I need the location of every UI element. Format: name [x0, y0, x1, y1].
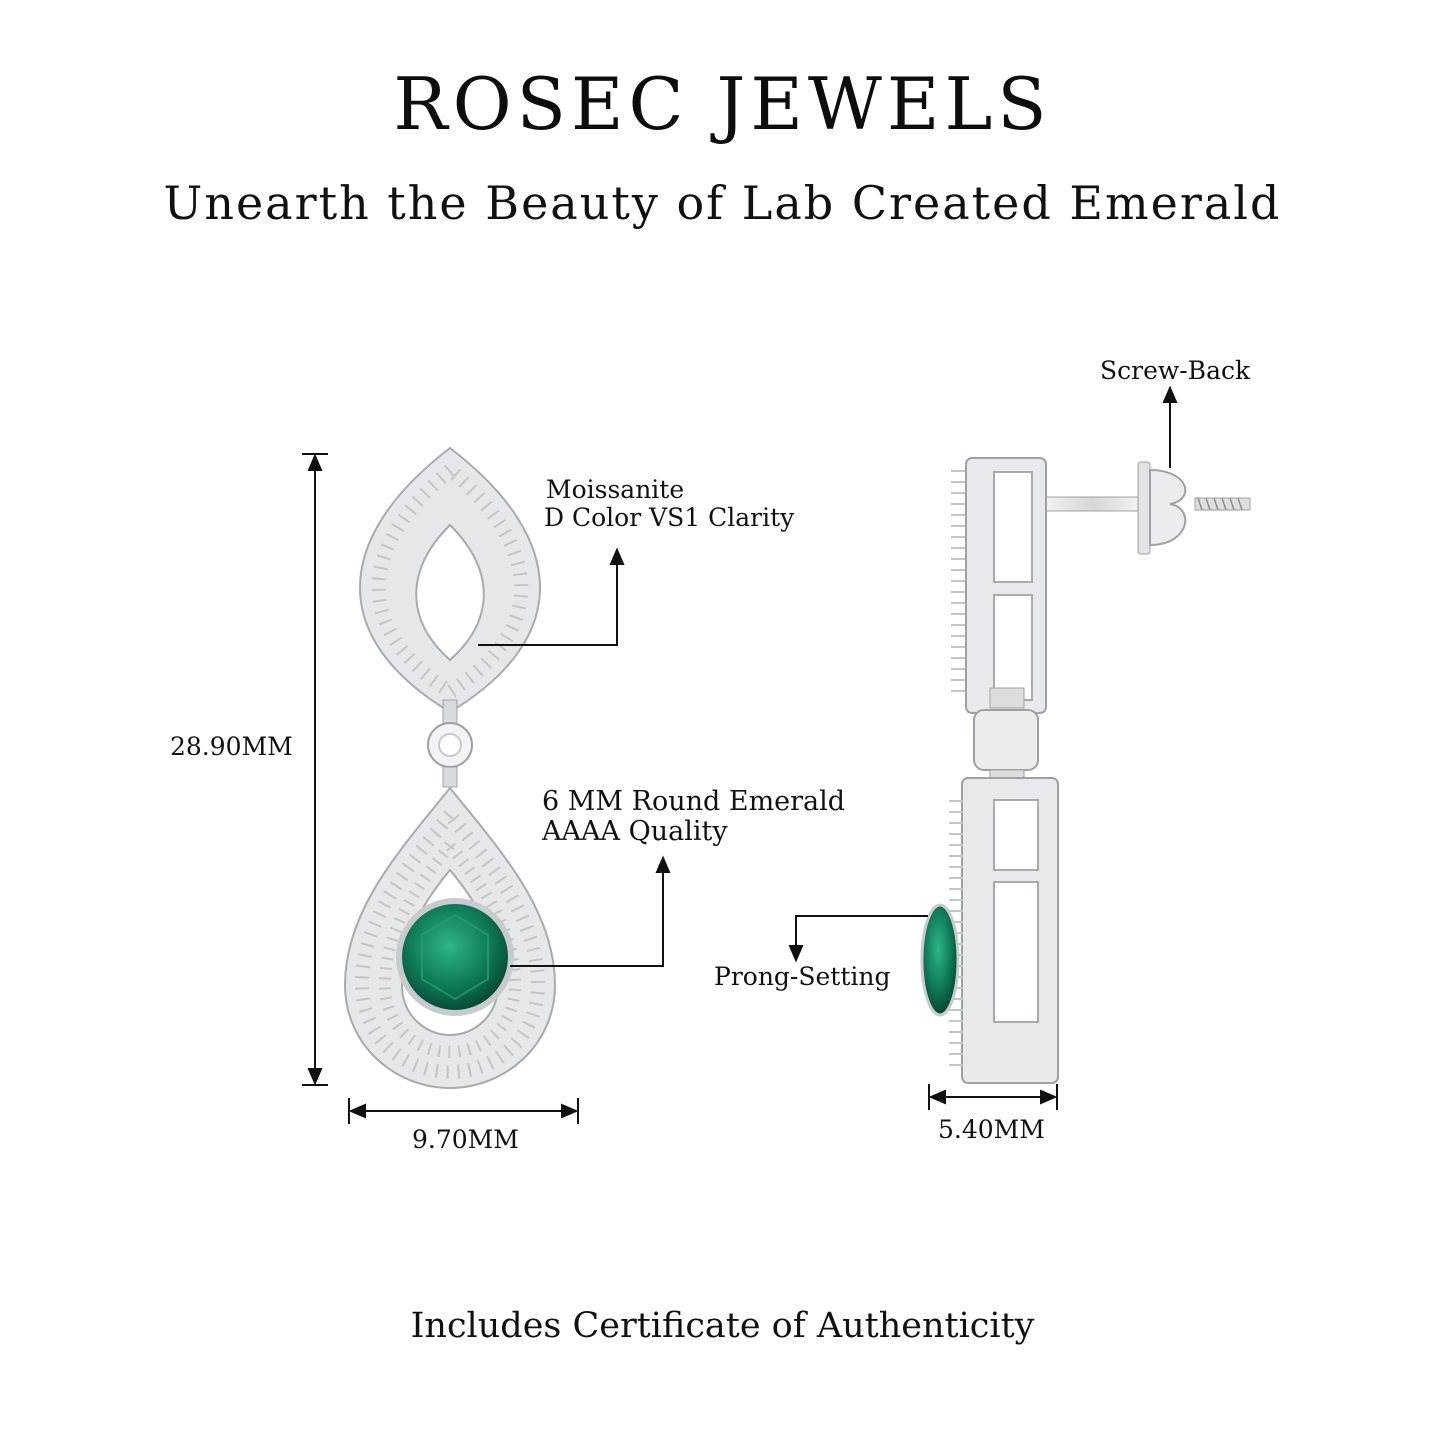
- screw-back-label: Screw-Back: [1100, 356, 1251, 385]
- marquise-inner-cutout: [415, 523, 485, 662]
- emerald-quality-label: AAAA Quality: [542, 816, 728, 847]
- screw-back-leader: [1162, 385, 1178, 468]
- front-width-label: 9.70MM: [412, 1125, 519, 1154]
- certificate-note: Includes Certificate of Authenticity: [410, 1306, 1035, 1346]
- height-label: 28.90MM: [170, 732, 293, 761]
- side-width-label: 5.40MM: [938, 1115, 1045, 1144]
- height-dimension: [302, 453, 328, 1086]
- width-dimension-side: [928, 1084, 1058, 1110]
- moissanite-spec-label: D Color VS1 Clarity: [544, 503, 795, 532]
- side-view-earring: [920, 457, 1251, 1084]
- moissanite-leader: [478, 547, 625, 646]
- prong-setting-leader: [788, 915, 928, 963]
- front-view-earring: [343, 446, 557, 1090]
- moissanite-label: Moissanite: [546, 475, 685, 504]
- side-emerald: [920, 903, 960, 1017]
- width-dimension-front: [348, 1098, 579, 1124]
- screw-back: [1149, 468, 1187, 547]
- tagline: Unearth the Beauty of Lab Created Emeral…: [163, 176, 1282, 230]
- front-emerald: [396, 898, 514, 1016]
- emerald-leader: [510, 855, 671, 967]
- brand-title: ROSEC JEWELS: [393, 62, 1052, 146]
- prong-setting-label: Prong-Setting: [714, 962, 891, 991]
- emerald-label: 6 MM Round Emerald: [542, 786, 846, 817]
